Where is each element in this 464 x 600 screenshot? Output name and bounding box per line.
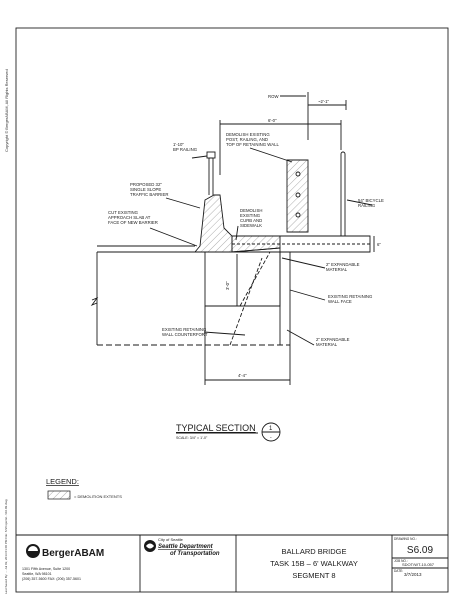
label-dim-6: 6" (377, 242, 381, 247)
sdot-logo-icon (144, 540, 156, 552)
section-title: TYPICAL SECTION (176, 423, 256, 433)
legend-item: = DEMOLITION EXTENTS (74, 494, 122, 499)
legend-hatch-swatch (47, 490, 71, 500)
label-dim-6-0: 6'-0" (268, 118, 277, 123)
job-label: JOB NO.: (394, 559, 408, 563)
section-callout (176, 422, 281, 442)
firm-name: BergerABAM (42, 548, 104, 559)
section-scale: SCALE: 3/4" = 1'-0" (176, 436, 208, 440)
label-dim-3-0: 3'-0" (225, 281, 230, 290)
dept-line-1: Seattle Department (158, 544, 214, 550)
label-dim-4-4: 4'-4" (238, 373, 247, 378)
dept-line-2: of Transportation (170, 551, 220, 557)
date: 3/7/2013 (404, 572, 422, 577)
firm-address-3: (206) 357-5600 FAX: (206) 357-5601 (22, 577, 81, 581)
date-label: DATE: (394, 569, 403, 573)
label-dim-2-1: ~2'-1" (318, 99, 330, 104)
drawing-no: S6.09 (407, 545, 434, 556)
bergerabam-logo-icon (26, 544, 40, 558)
project-line-2: TASK 15B – 6' WALKWAY (270, 559, 358, 568)
legend-group: LEGEND: = DEMOLITION EXTENTS (46, 477, 122, 499)
section-sheet-ref: - (270, 435, 272, 441)
sheet-border (15, 27, 449, 593)
legend-title: LEGEND: (46, 477, 79, 486)
label-bp-railing: 1'-10"BP RAILING (173, 142, 198, 152)
project-line-1: BALLARD BRIDGE (281, 547, 346, 556)
firm-address-2: Seattle, WA 98101 (22, 572, 52, 576)
title-block-text: BergerABAM 1301 Fifth Avenue, Suite 1200… (22, 537, 435, 581)
project-line-3: SEGMENT 8 (292, 571, 335, 580)
job-no: SDOT/WT-10-057 (402, 562, 435, 567)
city-name: City of Seattle (158, 537, 184, 542)
label-row: ROW (268, 94, 279, 99)
drawing-no-label: DRAWING NO.: (394, 537, 417, 541)
section-geometry (90, 92, 375, 385)
section-title-group: TYPICAL SECTION SCALE: 3/4" = 1'-0" 1 - (176, 423, 273, 441)
firm-address-1: 1301 Fifth Avenue, Suite 1200 (22, 567, 70, 571)
section-number: 1 (269, 426, 273, 432)
title-block-frame (16, 534, 448, 592)
